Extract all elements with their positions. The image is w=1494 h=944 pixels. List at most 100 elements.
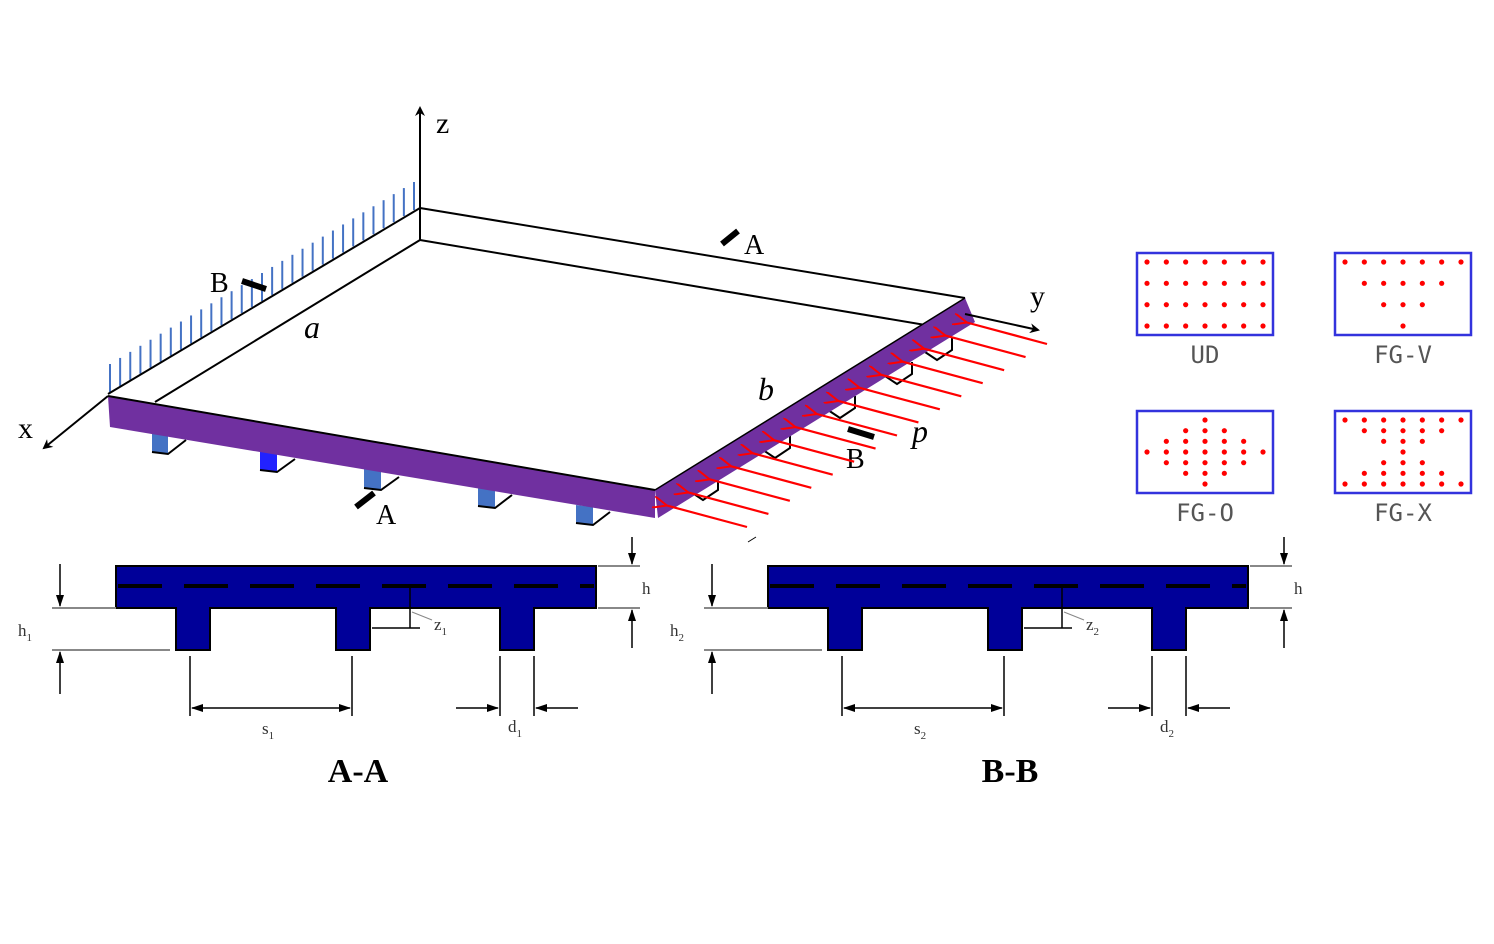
stiffener-dot <box>1202 460 1208 466</box>
z-axis-label: z <box>436 107 449 140</box>
clamped-support-hatch <box>109 182 415 392</box>
in-plane-load-arrows <box>665 322 1048 529</box>
stiffener-dot <box>1144 259 1150 265</box>
stiffener-dot <box>1381 470 1387 476</box>
stiffener-dot <box>1381 438 1387 444</box>
stiffener-dot <box>1361 470 1367 476</box>
stiffener-dot <box>1183 470 1189 476</box>
stiffener-dot <box>1439 481 1445 487</box>
stiffener-dot <box>1260 280 1266 286</box>
load-arrow <box>665 505 748 529</box>
stiffener-dot <box>1183 460 1189 466</box>
stiffener <box>575 505 611 527</box>
plate-back-edge-bottom <box>419 239 956 331</box>
stiffener-dot <box>1361 428 1367 434</box>
rib-width-label: d2 <box>1160 717 1174 740</box>
stiffener-dot <box>1144 280 1150 286</box>
plate-top-face <box>108 208 965 490</box>
pattern-label: FG-O <box>1176 499 1234 527</box>
stiffener-dot <box>1400 481 1406 487</box>
eccentricity-label: z1 <box>434 615 447 638</box>
stiffener-dot <box>1241 438 1247 444</box>
stiffener-dot <box>1400 417 1406 423</box>
stiffener-dot <box>1183 280 1189 286</box>
stiffener-dot <box>1419 438 1425 444</box>
stiffener-dot <box>1361 417 1367 423</box>
stiffener-dot <box>1163 259 1169 265</box>
stiffener-dot <box>1202 417 1208 423</box>
stiffener-dot <box>1221 280 1227 286</box>
plate-thickness-label: h <box>642 579 651 598</box>
stiffener-dot <box>1439 470 1445 476</box>
stiffener-dot <box>1439 280 1445 286</box>
pattern-label: FG-X <box>1374 499 1432 527</box>
stiffener-dot <box>1400 259 1406 265</box>
plate-left-edge-top <box>107 207 421 395</box>
load-arrow <box>729 466 812 489</box>
load-arrow <box>901 361 983 385</box>
stiffener-dot <box>1400 470 1406 476</box>
stiffener-dot <box>1241 460 1247 466</box>
pattern-fg-o: FG-O <box>1135 409 1275 527</box>
section-a-top-label: A <box>744 230 765 261</box>
stiffener-dot <box>1221 259 1227 265</box>
stiffener-dot <box>1439 417 1445 423</box>
t-section-shape <box>115 565 597 651</box>
section-mark-b-right <box>847 426 875 440</box>
stiffener-dot <box>1381 428 1387 434</box>
stiffener-dot <box>1202 449 1208 455</box>
stiffener-dot <box>1342 259 1348 265</box>
stiffener-dot <box>1241 280 1247 286</box>
stiffener-dot <box>1241 449 1247 455</box>
stiffener-dot <box>1458 481 1464 487</box>
stiffener-dot <box>1458 417 1464 423</box>
y-axis-label: y <box>1030 280 1045 313</box>
plate-left-edge-bottom <box>154 239 421 403</box>
plate-front-edge-face <box>108 396 655 518</box>
load-arrow <box>836 400 919 424</box>
stiffener-dot <box>1163 449 1169 455</box>
stiffener <box>259 450 296 474</box>
stiffener-dot <box>1241 323 1247 329</box>
load-arrow <box>794 427 876 450</box>
stiffener-dot <box>1400 428 1406 434</box>
stiffener-dot <box>1419 417 1425 423</box>
pattern-label: FG-V <box>1374 341 1432 369</box>
section-mark-b-left <box>241 278 267 292</box>
stiffener-dot <box>1439 259 1445 265</box>
stiffener-dot <box>1381 417 1387 423</box>
stiffener-dot <box>1381 280 1387 286</box>
rib-width-label: d1 <box>508 717 522 740</box>
stiffener-dot <box>1260 259 1266 265</box>
stiffener-dot <box>1260 449 1266 455</box>
section-b-left-label: B <box>210 268 229 299</box>
rib-height-label: h1 <box>18 621 32 644</box>
stiffener-dot <box>1260 302 1266 308</box>
stiffener-dot <box>1361 481 1367 487</box>
stiffener-dot <box>1202 302 1208 308</box>
stiffener-dot <box>1202 428 1208 434</box>
load-p-label: p <box>910 413 928 449</box>
dimension-b-label: b <box>758 371 774 407</box>
stiffener-dot <box>1419 280 1425 286</box>
section-title: A-A <box>328 753 389 790</box>
plate-3d: z x y a b A A B B p <box>18 106 1048 543</box>
load-arrow <box>858 387 941 411</box>
section-a-bottom-label: A <box>376 500 397 531</box>
x-axis-label: x <box>18 412 33 445</box>
stiffener-dot <box>1419 428 1425 434</box>
stiffener-dot <box>1458 259 1464 265</box>
stiffener-dot <box>1241 259 1247 265</box>
stiffener-dot <box>1144 302 1150 308</box>
stiffener <box>363 468 400 492</box>
load-arrow <box>922 348 1005 372</box>
stiffener-dot <box>1400 449 1406 455</box>
stiffener-dot <box>1202 259 1208 265</box>
stiffener-dot <box>1419 481 1425 487</box>
stiffener-dot <box>1163 280 1169 286</box>
stiffener-dot <box>1381 481 1387 487</box>
section-mark-a-bottom <box>354 490 376 510</box>
stiffener-dot <box>1361 259 1367 265</box>
